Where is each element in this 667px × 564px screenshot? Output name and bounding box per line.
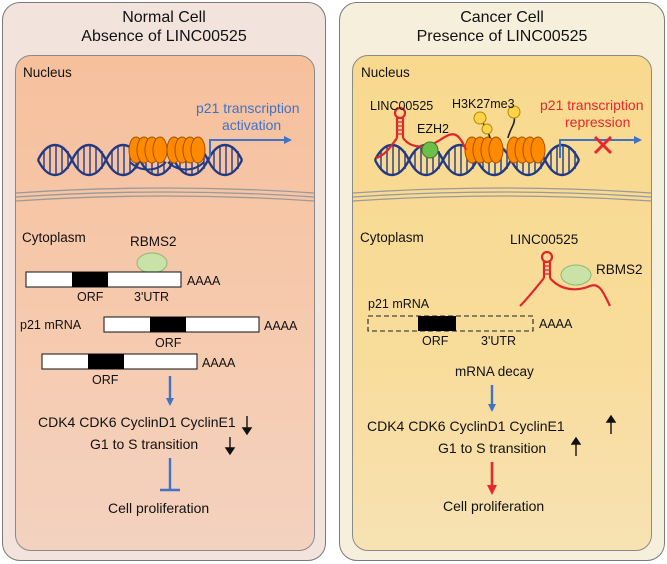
right-nuclear-membrane — [352, 187, 652, 202]
linc00525-hairpin-icon — [375, 106, 468, 160]
right-subtitle: Presence of LINC00525 — [416, 28, 588, 45]
left-mrna1-orf: ORF — [77, 290, 104, 304]
right-mrna-orf: ORF — [422, 334, 449, 348]
left-mrna-1 — [25, 271, 182, 288]
linc00525-cyto-label: LINC00525 — [510, 232, 579, 247]
ezh2-icon — [421, 141, 439, 159]
left-mrna2-orf: ORF — [155, 336, 182, 350]
right-title: Cancer Cell — [460, 9, 544, 26]
left-genes-label: CDK4 CDK6 CyclinD1 CyclinE1 — [38, 414, 236, 430]
left-mrna1-utr: 3'UTR — [134, 290, 170, 304]
repression-label-2: repression — [565, 114, 631, 130]
left-mrna-2 — [103, 316, 260, 333]
right-transition-label: G1 to S transition — [438, 440, 547, 456]
right-genes-label: CDK4 CDK6 CyclinD1 CyclinE1 — [367, 418, 565, 434]
left-nucleus-box — [15, 55, 315, 551]
right-nucleosome-icon — [464, 136, 546, 164]
left-mrna3-tail: AAAA — [202, 356, 236, 370]
left-mrna1-tail: AAAA — [187, 274, 221, 288]
repression-label-1: p21 transcription — [540, 97, 644, 113]
right-genes-up-icon — [605, 414, 617, 434]
left-outcome-label: Cell proliferation — [108, 500, 210, 516]
left-mrna2-tail: AAAA — [264, 319, 298, 333]
left-transition-label: G1 to S transition — [90, 436, 199, 452]
left-nucleus-label: Nucleus — [23, 65, 72, 80]
left-transition-down-icon — [224, 437, 236, 456]
right-rbms2-icon — [560, 264, 592, 286]
right-mrna-utr: 3'UTR — [481, 334, 517, 348]
mrna-decay-label: mRNA decay — [455, 364, 534, 379]
left-subtitle: Absence of LINC00525 — [81, 28, 247, 45]
left-mrna3-orf: ORF — [92, 373, 119, 387]
right-p21-mrna-label: p21 mRNA — [368, 297, 430, 311]
ezh2-label: EZH2 — [417, 122, 449, 136]
right-transition-up-icon — [570, 436, 582, 456]
right-cytoplasm-label: Cytoplasm — [360, 230, 424, 245]
left-inhibit-icon — [160, 458, 180, 492]
repression-arrow-icon — [559, 136, 642, 158]
right-rbms2-label: RBMS2 — [596, 262, 643, 277]
left-p21-mrna-label: p21 mRNA — [20, 318, 82, 332]
linc00525-cyto-hairpin-icon — [519, 250, 611, 307]
left-genes-down-icon — [241, 416, 253, 436]
left-rbms2-label: RBMS2 — [130, 234, 177, 249]
right-mrna-decaying — [367, 315, 534, 332]
h3k27me3-label: H3K27me3 — [452, 97, 515, 111]
left-cytoplasm-label: Cytoplasm — [22, 230, 86, 245]
right-mrna-tail: AAAA — [539, 317, 573, 331]
linc00525-nucleus-label: LINC00525 — [370, 99, 434, 113]
activation-label-1: p21 transcription — [196, 100, 300, 116]
right-outcome-label: Cell proliferation — [443, 498, 545, 514]
right-nucleus-label: Nucleus — [361, 65, 410, 80]
left-rbms2-icon — [136, 252, 168, 274]
left-nuclear-membrane — [15, 187, 315, 202]
h3k27me3-mark-icon — [473, 105, 521, 139]
cross-icon — [593, 135, 613, 155]
left-nucleosome-icon — [128, 136, 206, 171]
left-title: Normal Cell — [122, 9, 206, 26]
activation-arrow-icon — [209, 136, 292, 158]
activation-label-2: activation — [222, 117, 282, 133]
left-mrna-3 — [41, 353, 198, 370]
